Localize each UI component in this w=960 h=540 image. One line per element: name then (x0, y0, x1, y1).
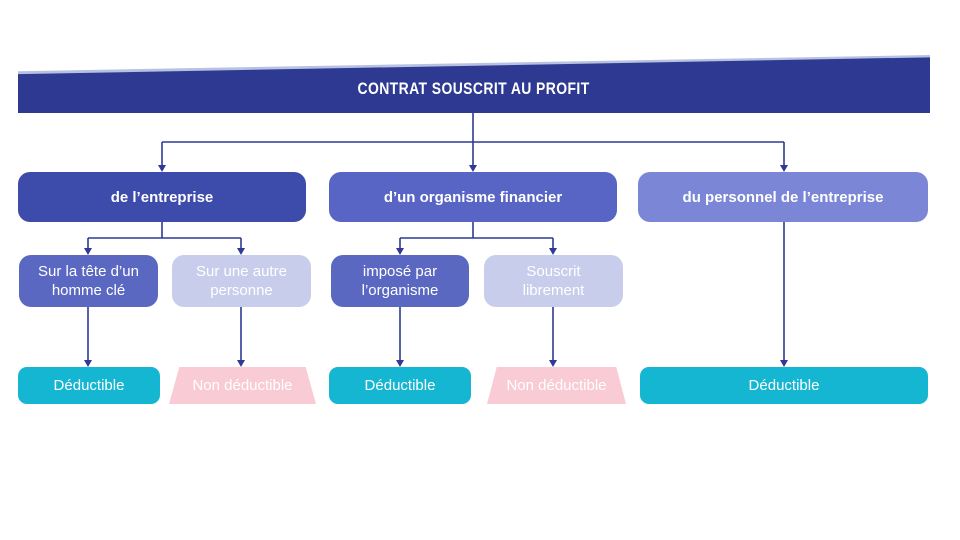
branch-entreprise-label: de l’entreprise (110, 188, 214, 206)
outcome-deductible-2: Déductible (329, 367, 471, 404)
outcome-deductible-1-label: Déductible (53, 377, 125, 394)
outcome-non-deductible-2-label: Non déductible (506, 377, 607, 394)
branch-personnel-entreprise-label: du personnel de l’entreprise (682, 188, 884, 206)
branch-personnel-entreprise: du personnel de l’entreprise (638, 172, 928, 222)
arrowheads (84, 165, 788, 367)
outcome-non-deductible-1: Non déductible (169, 367, 316, 404)
outcome-non-deductible-2: Non déductible (487, 367, 626, 404)
outcome-deductible-3-label: Déductible (748, 377, 820, 394)
case-homme-cle: Sur la tête d’un homme clé (19, 255, 158, 307)
diagram-title: CONTRAT SOUSCRIT AU PROFIT (357, 78, 591, 98)
branch-organisme-financier-label: d’un organisme financier (383, 188, 563, 206)
branch-organisme-financier: d’un organisme financier (329, 172, 617, 222)
outcome-deductible-2-label: Déductible (364, 377, 436, 394)
case-impose-par-organisme-label: imposé par l’organisme (361, 262, 439, 299)
case-souscrit-librement: Souscrit librement (484, 255, 623, 307)
case-souscrit-librement-label: Souscrit librement (522, 262, 585, 299)
outcome-deductible-1: Déductible (18, 367, 160, 404)
case-autre-personne: Sur une autre personne (172, 255, 311, 307)
case-autre-personne-label: Sur une autre personne (196, 262, 287, 299)
case-homme-cle-label: Sur la tête d’un homme clé (38, 262, 139, 299)
outcome-deductible-3: Déductible (640, 367, 928, 404)
branch-entreprise: de l’entreprise (18, 172, 306, 222)
outcome-non-deductible-1-label: Non déductible (192, 377, 293, 394)
case-impose-par-organisme: imposé par l’organisme (331, 255, 469, 307)
